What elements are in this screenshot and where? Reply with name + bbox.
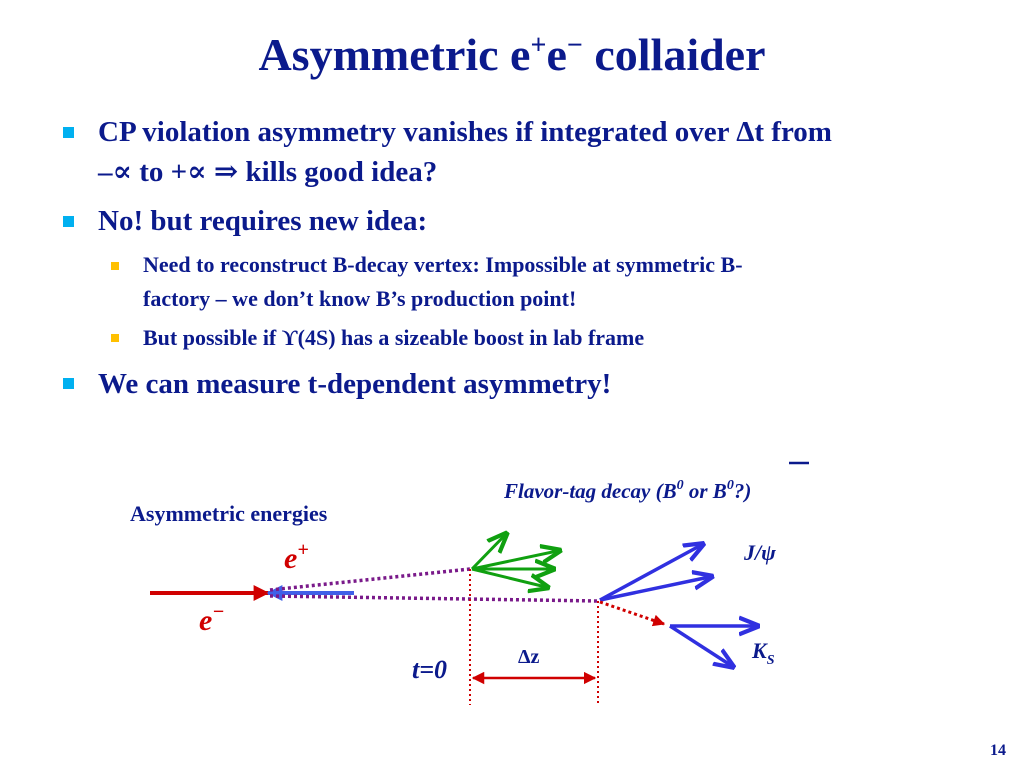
bullet-item: We can measure t-dependent asymmetry! <box>98 368 612 400</box>
asymmetric-energies-label: Asymmetric energies <box>130 501 328 526</box>
jpsi-tracks <box>599 543 714 602</box>
e-minus-label: e− <box>199 601 224 637</box>
ks-tracks <box>669 626 760 668</box>
bullet-item: CP violation asymmetry vanishes if integ… <box>98 116 832 188</box>
flavor-tag-label: Flavor-tag decay (B0 or B0?) <box>503 478 751 503</box>
bullet-marker <box>63 127 74 138</box>
cp-b-flight-path <box>269 594 599 603</box>
sub-bullet-item: But possible if ϒ(4S) has a sizeable boo… <box>143 325 645 350</box>
jpsi-label: J/ψ <box>743 540 776 565</box>
ks-flight-path <box>599 600 666 627</box>
sub-bullet-marker <box>111 334 119 342</box>
slide-title: Asymmetric e+e− collaider <box>258 29 766 80</box>
ks-label: KS <box>751 638 775 668</box>
flavor-tag-tracks <box>470 532 562 588</box>
bullet-marker <box>63 216 74 227</box>
bullet-marker <box>63 378 74 389</box>
flavor-b-flight-path <box>269 567 471 592</box>
bullet-item: No! but requires new idea: <box>98 205 428 237</box>
sub-bullet-marker <box>111 262 119 270</box>
t0-label: t=0 <box>412 655 447 684</box>
delta-z-label: Δz <box>518 646 540 668</box>
page-number: 14 <box>990 742 1006 759</box>
sub-bullet-item: Need to reconstruct B-decay vertex: Impo… <box>143 252 743 311</box>
e-plus-label: e+ <box>284 539 309 575</box>
